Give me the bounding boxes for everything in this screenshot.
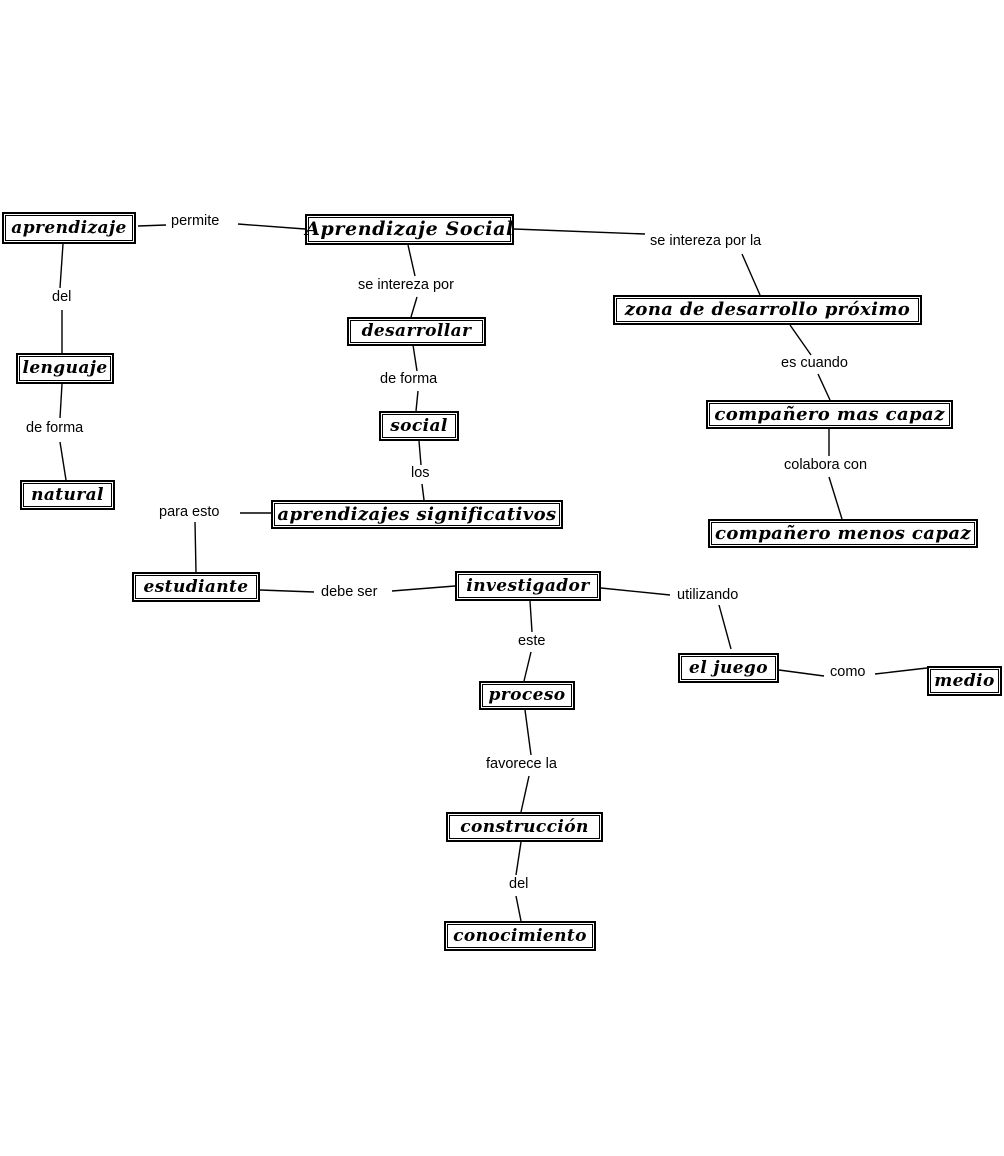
node-aprendizaje-social[interactable]: Aprendizaje Social — [305, 214, 514, 245]
link-line-eljuego-como — [778, 669, 825, 677]
node-medio-label: medio — [934, 670, 995, 691]
link-line-utilizando-eljuego — [718, 604, 732, 650]
link-label-del-lenguaje: del — [50, 289, 74, 306]
node-estudiante-label: estudiante — [143, 576, 249, 597]
node-aprendizajes-significativos[interactable]: aprendizajes significativos — [271, 500, 563, 529]
node-aprendizaje-social-label: Aprendizaje Social — [305, 218, 514, 240]
link-label-es-cuando: es cuando — [779, 355, 850, 372]
node-aprendizajes-significativos-frame: aprendizajes significativos — [274, 503, 560, 526]
link-label-este: este — [516, 633, 548, 650]
node-social-frame: social — [382, 414, 456, 438]
node-conocimiento-label: conocimiento — [453, 925, 587, 946]
node-companero-menos-capaz-frame: compañero menos capaz — [711, 522, 975, 545]
link-label-colabora-con: colabora con — [782, 457, 870, 474]
node-companero-menos-capaz[interactable]: compañero menos capaz — [708, 519, 978, 548]
node-social[interactable]: social — [379, 411, 459, 441]
link-label-permite: permite — [169, 213, 222, 230]
node-companero-menos-capaz-label: compañero menos capaz — [714, 522, 972, 544]
link-label-como: como — [828, 664, 868, 681]
node-el-juego-frame: el juego — [681, 656, 776, 680]
node-lenguaje-frame: lenguaje — [19, 356, 111, 381]
node-desarrollar-label: desarrollar — [361, 321, 472, 341]
link-label-se-interesa-por-la: se intereza por la — [648, 233, 764, 250]
node-investigador[interactable]: investigador — [455, 571, 601, 601]
node-natural[interactable]: natural — [20, 480, 115, 510]
node-estudiante-frame: estudiante — [135, 575, 257, 599]
node-companero-mas-capaz-frame: compañero mas capaz — [709, 403, 950, 426]
link-label-favorece-la: favorece la — [484, 756, 559, 773]
link-label-utilizando: utilizando — [675, 587, 741, 604]
link-line-deforma-social — [415, 390, 419, 412]
node-desarrollar[interactable]: desarrollar — [347, 317, 486, 346]
link-line-permite-aprendizaje-social — [237, 223, 306, 230]
link-line-social-seinteresa — [407, 244, 416, 277]
link-line-favorece-construccion — [520, 775, 530, 813]
node-investigador-frame: investigador — [458, 574, 598, 598]
node-zona-desarrollo-proximo[interactable]: zona de desarrollo próximo — [613, 295, 922, 325]
link-label-de-forma-social: de forma — [378, 371, 440, 388]
node-el-juego-label: el juego — [689, 657, 768, 678]
link-line-deforma-natural — [59, 441, 67, 481]
link-line-escuando-companeromas — [817, 373, 831, 401]
node-proceso[interactable]: proceso — [479, 681, 575, 710]
node-lenguaje[interactable]: lenguaje — [16, 353, 114, 384]
node-desarrollar-frame: desarrollar — [350, 320, 483, 343]
node-investigador-label: investigador — [466, 575, 590, 596]
node-construccion[interactable]: construcción — [446, 812, 603, 842]
link-line-estudiante-debeser — [259, 589, 315, 593]
link-line-construccion-del — [515, 841, 522, 876]
node-construccion-frame: construcción — [449, 815, 600, 839]
node-proceso-frame: proceso — [482, 684, 572, 707]
node-construccion-label: construcción — [460, 816, 589, 837]
node-aprendizaje-social-frame: Aprendizaje Social — [305, 217, 514, 242]
link-label-del-conocimiento: del — [507, 876, 531, 893]
node-lenguaje-label: lenguaje — [22, 358, 108, 378]
node-natural-frame: natural — [23, 483, 112, 507]
link-line-investigador-utilizando — [600, 587, 671, 596]
link-label-para-esto: para esto — [157, 504, 222, 521]
node-zona-desarrollo-proximo-frame: zona de desarrollo próximo — [616, 298, 919, 322]
link-label-se-interesa-por: se intereza por — [356, 277, 456, 294]
link-line-como-medio — [874, 667, 928, 675]
node-social-label: social — [390, 415, 448, 436]
link-label-de-forma-natural: de forma — [24, 420, 86, 437]
node-medio[interactable]: medio — [927, 666, 1002, 696]
link-line-social-los — [418, 440, 422, 466]
link-line-colabora-companeromenos — [828, 476, 843, 520]
link-line-seinteresa-desarrollar — [410, 296, 418, 318]
link-line-lenguaje-deforma — [59, 383, 63, 419]
node-companero-mas-capaz[interactable]: compañero mas capaz — [706, 400, 953, 429]
node-proceso-label: proceso — [488, 685, 566, 705]
link-line-investigador-este — [529, 600, 533, 633]
node-aprendizaje-label: aprendizaje — [11, 217, 127, 238]
link-line-debeser-investigador — [391, 585, 456, 592]
node-el-juego[interactable]: el juego — [678, 653, 779, 683]
node-conocimiento[interactable]: conocimiento — [444, 921, 596, 951]
node-companero-mas-capaz-label: compañero mas capaz — [714, 403, 945, 425]
link-line-desarrollar-deforma — [412, 344, 418, 372]
link-label-debe-ser: debe ser — [319, 584, 380, 601]
link-line-aprendizajesocial-seinteresaporla — [513, 228, 646, 235]
link-line-aprendizaje-permite — [137, 224, 167, 227]
node-aprendizaje[interactable]: aprendizaje — [2, 212, 136, 244]
node-natural-label: natural — [31, 484, 104, 505]
node-medio-frame: medio — [930, 669, 999, 693]
link-line-los-aprendizajes — [421, 483, 425, 501]
link-line-aprendizaje-del — [59, 243, 64, 289]
link-line-seinteresaporla-zona — [741, 253, 761, 296]
node-conocimiento-frame: conocimiento — [447, 924, 593, 948]
link-line-zona-escuando — [789, 324, 812, 356]
link-line-este-proceso — [523, 651, 532, 682]
node-aprendizajes-significativos-label: aprendizajes significativos — [277, 503, 557, 525]
node-estudiante[interactable]: estudiante — [132, 572, 260, 602]
node-aprendizaje-frame: aprendizaje — [5, 215, 133, 241]
node-zona-desarrollo-proximo-label: zona de desarrollo próximo — [624, 299, 911, 320]
link-line-proceso-favorece — [524, 709, 532, 756]
link-label-los: los — [409, 465, 432, 482]
link-line-paraesto-estudiante — [194, 521, 197, 573]
link-line-del-conocimiento — [515, 895, 522, 922]
